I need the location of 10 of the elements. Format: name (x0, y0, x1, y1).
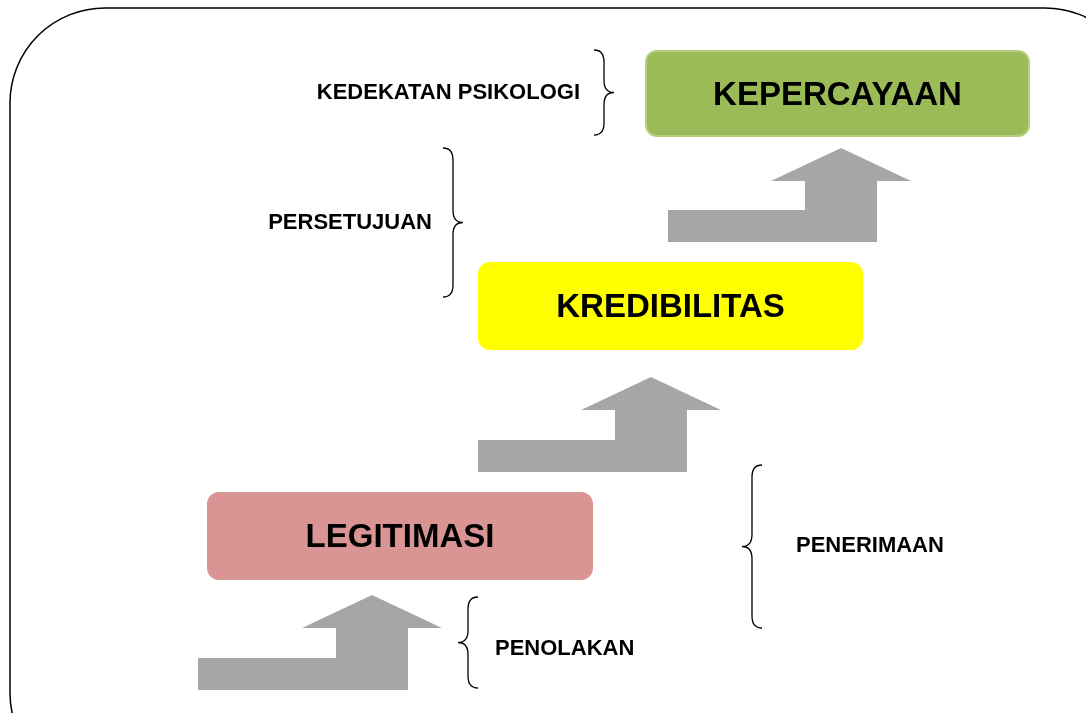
step-arrow (198, 595, 442, 690)
stage-label: PENOLAKAN (495, 635, 635, 661)
stage-label: KEDEKATAN PSIKOLOGI (316, 79, 580, 105)
step-arrow (668, 148, 911, 242)
stage-box: KREDIBILITAS (478, 262, 863, 350)
step-arrow (478, 377, 721, 472)
stage-box: KEPERCAYAAN (645, 50, 1030, 137)
stage-label: PENERIMAAN (796, 532, 944, 558)
stage-label: PERSETUJUAN (268, 209, 432, 235)
stage-box: LEGITIMASI (207, 492, 593, 580)
